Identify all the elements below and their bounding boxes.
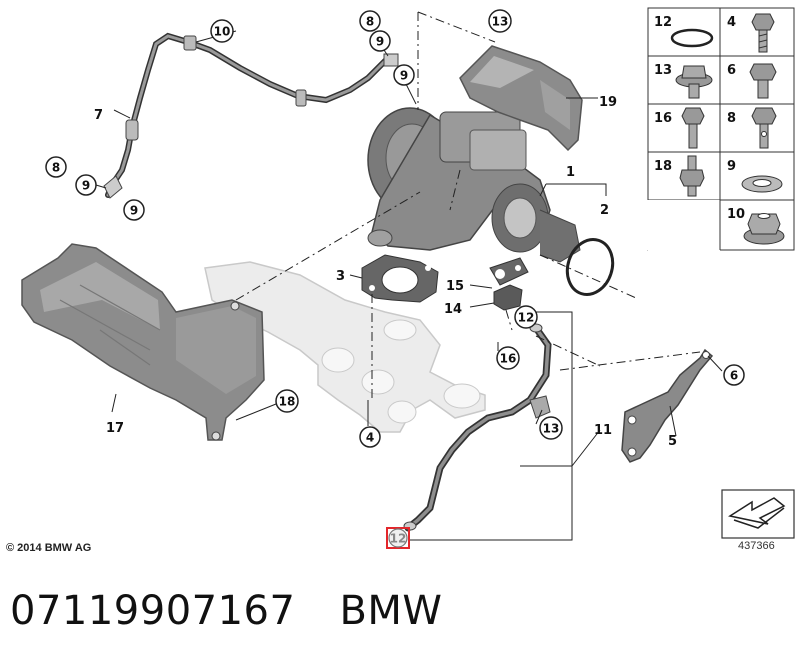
callout-12-mid[interactable]: 12 bbox=[514, 305, 538, 329]
long-bolt-icon bbox=[681, 107, 705, 149]
heat-shield-17 bbox=[21, 243, 265, 441]
callout-9-left-b[interactable]: 9 bbox=[123, 199, 145, 221]
callout-16-mid[interactable]: 16 bbox=[496, 346, 520, 370]
svg-text:13: 13 bbox=[543, 422, 560, 436]
turbocharger bbox=[367, 107, 581, 263]
svg-text:13: 13 bbox=[492, 15, 509, 29]
orientation-arrow-icon bbox=[721, 489, 795, 539]
o-ring-2 bbox=[565, 238, 615, 296]
label-7[interactable]: 7 bbox=[94, 108, 103, 123]
dash-lines bbox=[235, 11, 701, 400]
table-label-9: 9 bbox=[727, 159, 736, 174]
table-label-18: 18 bbox=[654, 159, 672, 174]
svg-text:12: 12 bbox=[390, 532, 407, 546]
svg-text:6: 6 bbox=[730, 369, 738, 383]
label-17[interactable]: 17 bbox=[106, 421, 124, 436]
table-label-13: 13 bbox=[654, 63, 672, 78]
svg-text:8: 8 bbox=[366, 15, 374, 29]
table-label-6: 6 bbox=[727, 63, 736, 78]
callout-13-mid[interactable]: 13 bbox=[539, 416, 563, 440]
diagram-id: 437366 bbox=[738, 540, 775, 552]
callout-6[interactable]: 6 bbox=[723, 364, 745, 386]
svg-text:9: 9 bbox=[130, 204, 138, 218]
oil-feed-line-7 bbox=[103, 32, 399, 199]
gasket-3 bbox=[361, 254, 439, 303]
stud-bolt-icon bbox=[679, 155, 705, 197]
callout-10-top[interactable]: 10 bbox=[210, 19, 234, 43]
label-2[interactable]: 2 bbox=[600, 203, 609, 218]
part-number: 07119907167 bbox=[10, 588, 296, 634]
heat-shield-19 bbox=[459, 45, 583, 152]
callout-group: 10 8 9 9 13 8 9 9 bbox=[45, 9, 745, 549]
oil-return-line-11 bbox=[403, 323, 552, 532]
o-ring-icon bbox=[670, 28, 714, 48]
callout-8-top[interactable]: 8 bbox=[359, 10, 381, 32]
callout-8-left[interactable]: 8 bbox=[45, 156, 67, 178]
callout-18[interactable]: 18 bbox=[275, 389, 299, 413]
callout-4[interactable]: 4 bbox=[359, 426, 381, 448]
copyright-notice: © 2014 BMW AG bbox=[6, 542, 92, 554]
hex-bolt-icon bbox=[749, 63, 777, 99]
sealing-washer-icon bbox=[741, 175, 783, 193]
svg-text:4: 4 bbox=[366, 431, 374, 445]
flange-bolt-icon bbox=[675, 65, 713, 99]
callout-13-top[interactable]: 13 bbox=[488, 9, 512, 33]
table-label-8: 8 bbox=[727, 111, 736, 126]
label-3[interactable]: 3 bbox=[336, 269, 345, 284]
footer-caption: 07119907167 BMW bbox=[10, 588, 442, 634]
table-label-10: 10 bbox=[727, 207, 745, 222]
callout-12-bottom-highlighted[interactable]: 12 bbox=[386, 527, 410, 549]
flange-nut-icon bbox=[743, 213, 785, 245]
callout-9-top-b[interactable]: 9 bbox=[393, 64, 415, 86]
label-1[interactable]: 1 bbox=[566, 165, 575, 180]
svg-text:9: 9 bbox=[82, 179, 90, 193]
gasket-15 bbox=[489, 257, 529, 286]
label-11[interactable]: 11 bbox=[594, 423, 612, 438]
svg-text:16: 16 bbox=[500, 352, 517, 366]
parts-table: 12 4 13 6 16 8 bbox=[647, 7, 795, 251]
bracket-5 bbox=[621, 348, 714, 463]
svg-text:9: 9 bbox=[376, 35, 384, 49]
svg-text:9: 9 bbox=[400, 69, 408, 83]
exhaust-manifold-ghost bbox=[204, 261, 486, 433]
svg-text:8: 8 bbox=[52, 161, 60, 175]
banjo-bolt-icon bbox=[751, 107, 777, 149]
table-label-12: 12 bbox=[654, 15, 672, 30]
table-label-4: 4 bbox=[727, 15, 736, 30]
svg-text:12: 12 bbox=[518, 311, 535, 325]
label-19[interactable]: 19 bbox=[599, 95, 617, 110]
svg-text:10: 10 bbox=[214, 25, 231, 39]
bracket-14 bbox=[493, 284, 523, 311]
label-14[interactable]: 14 bbox=[444, 302, 462, 317]
callout-9-left-a[interactable]: 9 bbox=[75, 174, 97, 196]
brand-name: BMW bbox=[339, 588, 443, 634]
hex-bolt-icon bbox=[751, 13, 775, 53]
label-15[interactable]: 15 bbox=[446, 279, 464, 294]
callout-9-top-a[interactable]: 9 bbox=[369, 30, 391, 52]
table-label-16: 16 bbox=[654, 111, 672, 126]
label-5[interactable]: 5 bbox=[668, 434, 677, 449]
svg-text:18: 18 bbox=[279, 395, 296, 409]
part-labels: 7 19 1 2 3 15 14 17 11 5 bbox=[94, 95, 677, 449]
